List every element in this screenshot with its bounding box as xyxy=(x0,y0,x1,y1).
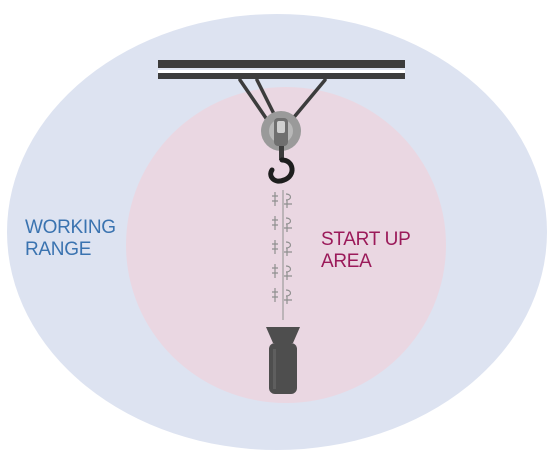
chain-link xyxy=(272,240,292,256)
chain-icon xyxy=(272,190,292,320)
chain-link xyxy=(272,288,292,304)
working-range-label-line1: WORKING xyxy=(25,217,116,238)
working-range-label: WORKING RANGE xyxy=(25,217,116,261)
working-range-label-line2: RANGE xyxy=(25,239,92,260)
chain-link xyxy=(272,216,292,232)
startup-area-zone xyxy=(126,87,446,403)
crane-rail-icon xyxy=(158,60,405,79)
startup-area-label: START UP AREA xyxy=(321,229,411,273)
chain-link xyxy=(272,192,292,208)
hook-icon xyxy=(268,146,295,184)
remote-control-icon xyxy=(266,327,300,394)
pulley-icon xyxy=(261,111,301,151)
startup-area-label-line1: START UP xyxy=(321,229,411,250)
startup-area-label-line2: AREA xyxy=(321,251,372,272)
chain-link xyxy=(272,264,292,280)
